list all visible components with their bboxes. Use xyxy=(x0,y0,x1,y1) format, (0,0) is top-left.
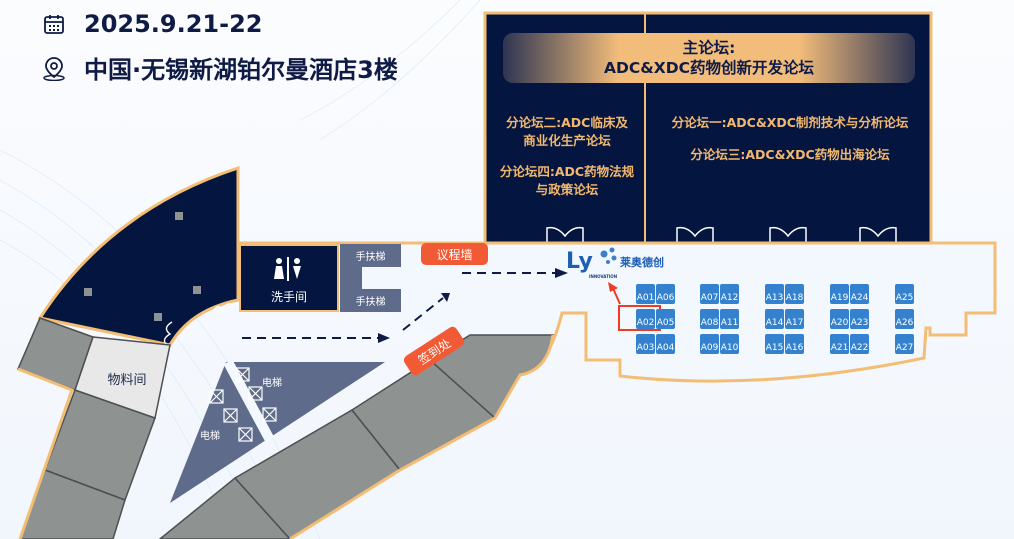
booth-a08[interactable]: A08 xyxy=(700,309,719,329)
sub-forum-4: 分论坛四:ADC药物法规 与政策论坛 xyxy=(492,163,642,199)
booth-a27[interactable]: A27 xyxy=(895,334,914,354)
restroom-icon xyxy=(274,257,301,281)
bottom-blocks xyxy=(158,334,554,539)
door-icon xyxy=(546,226,584,242)
location-pin-icon xyxy=(42,56,66,81)
sub-forum-3: 分论坛三:ADC&XDC药物出海论坛 xyxy=(690,147,890,162)
fan-hall xyxy=(37,165,240,347)
booth-a21[interactable]: A21 xyxy=(830,334,849,354)
escalator-top-label: 手扶梯 xyxy=(355,252,386,263)
door-icon xyxy=(211,303,234,314)
elevator-icons xyxy=(209,367,277,442)
booth-a01[interactable]: A01 xyxy=(636,284,655,304)
elevator-right-label: 电梯 xyxy=(262,378,282,389)
booth-a02[interactable]: A02 xyxy=(636,309,655,329)
storage-label: 物料间 xyxy=(107,373,147,388)
location-row: 中国·无锡新湖铂尔曼酒店3楼 xyxy=(42,50,398,85)
booth-a26[interactable]: A26 xyxy=(895,309,914,329)
door-icon xyxy=(859,226,897,242)
booth-a06[interactable]: A06 xyxy=(656,284,675,304)
sub-forum-2-line1: 分论坛二:ADC临床及 xyxy=(506,115,628,130)
booth-a13[interactable]: A13 xyxy=(765,284,784,304)
svg-text:莱奥德创: 莱奥德创 xyxy=(620,255,664,269)
booth-a10[interactable]: A10 xyxy=(720,334,739,354)
door-icon xyxy=(769,226,807,242)
escalator-bottom-label: 手扶梯 xyxy=(355,297,386,308)
storage-room xyxy=(74,336,171,419)
elevator-left-label: 电梯 xyxy=(200,431,220,442)
booth-a16[interactable]: A16 xyxy=(785,334,804,354)
booth-a19[interactable]: A19 xyxy=(830,284,849,304)
event-date: 2025.9.21-22 xyxy=(84,10,263,38)
booth-a07[interactable]: A07 xyxy=(700,284,719,304)
booth-a14[interactable]: A14 xyxy=(765,309,784,329)
booth-a22[interactable]: A22 xyxy=(850,334,869,354)
main-forum-banner: 主论坛: ADC&XDC药物创新开发论坛 xyxy=(503,33,915,83)
booth-a15[interactable]: A15 xyxy=(765,334,784,354)
booth-a04[interactable]: A04 xyxy=(656,334,675,354)
escalators xyxy=(340,244,401,312)
fan-hall-doors xyxy=(163,303,234,347)
booth-a24[interactable]: A24 xyxy=(850,284,869,304)
door-icon xyxy=(676,226,714,242)
door-icon xyxy=(163,321,173,347)
pointer-arrow-icon xyxy=(608,282,618,292)
date-row: 2025.9.21-22 xyxy=(42,10,263,38)
booth-a18[interactable]: A18 xyxy=(785,284,804,304)
booth-a03[interactable]: A03 xyxy=(636,334,655,354)
pillars xyxy=(84,212,201,321)
left-blocks xyxy=(16,317,156,539)
arrow-head-icon xyxy=(555,268,568,278)
booth-a09[interactable]: A09 xyxy=(700,334,719,354)
booth-a11[interactable]: A11 xyxy=(720,309,739,329)
elevator-area xyxy=(170,362,385,503)
main-forum-title: 主论坛: xyxy=(682,39,736,57)
restroom-label: 洗手间 xyxy=(270,290,307,304)
booth-a12[interactable]: A12 xyxy=(720,284,739,304)
svg-text:INNOVATION: INNOVATION xyxy=(589,274,617,279)
svg-text:Ly: Ly xyxy=(566,249,593,274)
main-forum-subtitle: ADC&XDC药物创新开发论坛 xyxy=(604,59,814,77)
hall-doors xyxy=(546,226,897,242)
arrow-head-icon xyxy=(441,293,450,302)
sub-forum-4-line1: 分论坛四:ADC药物法规 xyxy=(499,164,635,179)
event-location: 中国·无锡新湖铂尔曼酒店3楼 xyxy=(84,56,398,84)
booth-a17[interactable]: A17 xyxy=(785,309,804,329)
sub-forum-2-line2: 商业化生产论坛 xyxy=(523,133,611,148)
sub-forum-4-line2: 与政策论坛 xyxy=(535,182,599,197)
event-header: 2025.9.21-22 中国·无锡新湖铂尔曼酒店3楼 xyxy=(0,0,480,100)
sub-forum-1: 分论坛一:ADC&XDC制剂技术与分析论坛 xyxy=(671,115,909,130)
booth-a05[interactable]: A05 xyxy=(656,309,675,329)
booth-a20[interactable]: A20 xyxy=(830,309,849,329)
booth-a23[interactable]: A23 xyxy=(850,309,869,329)
calendar-icon xyxy=(42,12,66,36)
booth-a25[interactable]: A25 xyxy=(895,284,914,304)
sub-forum-2: 分论坛二:ADC临床及 商业化生产论坛 xyxy=(492,114,642,150)
route-arrows xyxy=(242,272,555,339)
arrow-head-icon xyxy=(378,333,390,343)
sponsor-logo: Ly INNOVATION 莱奥德创 xyxy=(566,247,664,279)
agenda-wall-tag: 议程墙 xyxy=(421,243,488,265)
